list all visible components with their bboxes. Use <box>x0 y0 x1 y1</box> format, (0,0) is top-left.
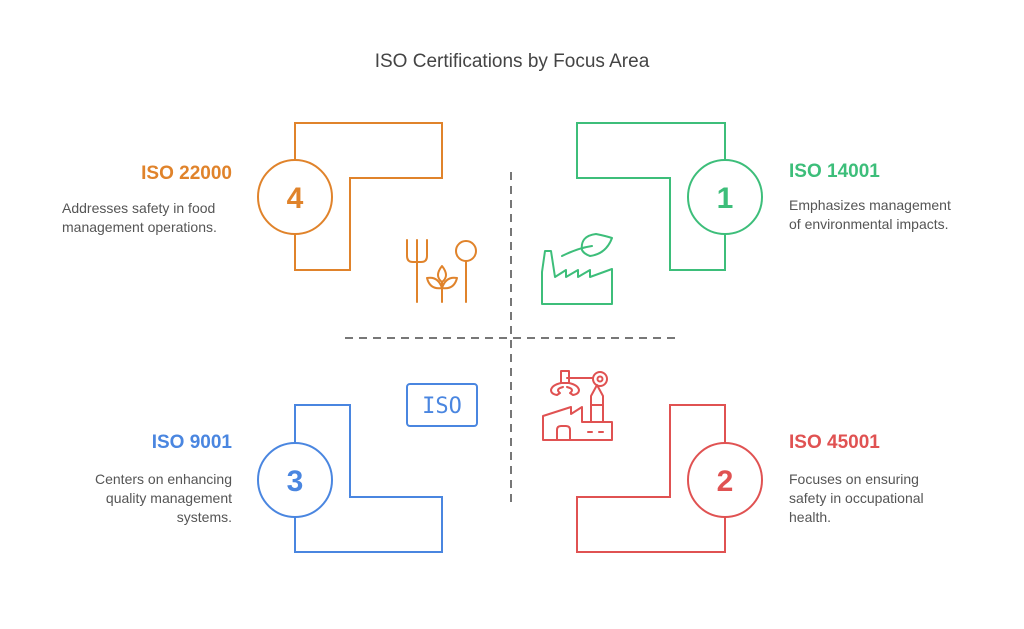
label-iso-9001: ISO 9001 <box>151 432 232 453</box>
iso-badge-text: ISO <box>422 394 462 419</box>
number-2: 2 <box>717 465 734 498</box>
description-line: Emphasizes management <box>789 197 951 213</box>
shape-iso-9001 <box>257 404 443 553</box>
description-line: health. <box>789 509 832 525</box>
number-4: 4 <box>287 182 304 215</box>
description-iso-22000: Addresses safety in food management oper… <box>62 199 262 237</box>
number-circle-4 <box>257 159 333 235</box>
description-line: quality management <box>105 490 232 506</box>
shape-iso-14001 <box>576 122 763 271</box>
number-circle-1 <box>687 159 763 235</box>
description-line: Centers on enhancing <box>95 471 232 487</box>
label-iso-14001: ISO 14001 <box>789 161 880 182</box>
description-line: management operations. <box>62 219 217 235</box>
fork-spoon-plant-icon <box>406 239 477 303</box>
number-circle-2 <box>687 442 763 518</box>
description-line: Addresses safety in food <box>62 200 216 216</box>
description-line: systems. <box>176 509 232 525</box>
label-iso-22000: ISO 22000 <box>141 163 232 184</box>
description-line: Focuses on ensuring <box>789 471 919 487</box>
description-line: safety in occupational <box>789 490 924 506</box>
description-iso-45001: Focuses on ensuring safety in occupation… <box>789 470 989 527</box>
number-circle-3 <box>257 442 333 518</box>
shape-iso-45001 <box>576 404 763 553</box>
diagram-title: ISO Certifications by Focus Area <box>374 51 650 72</box>
quadrant-divider <box>345 172 678 505</box>
robotic-arm-factory-icon <box>542 370 613 441</box>
shape-iso-22000 <box>257 122 443 271</box>
description-line: of environmental impacts. <box>789 216 949 232</box>
description-iso-9001: Centers on enhancing quality management … <box>32 470 232 527</box>
number-3: 3 <box>287 465 304 498</box>
description-iso-14001: Emphasizes management of environmental i… <box>789 196 989 234</box>
factory-leaf-icon <box>541 233 613 305</box>
number-1: 1 <box>717 182 734 215</box>
label-iso-45001: ISO 45001 <box>789 432 880 453</box>
iso-badge-icon: ISO <box>406 383 478 427</box>
